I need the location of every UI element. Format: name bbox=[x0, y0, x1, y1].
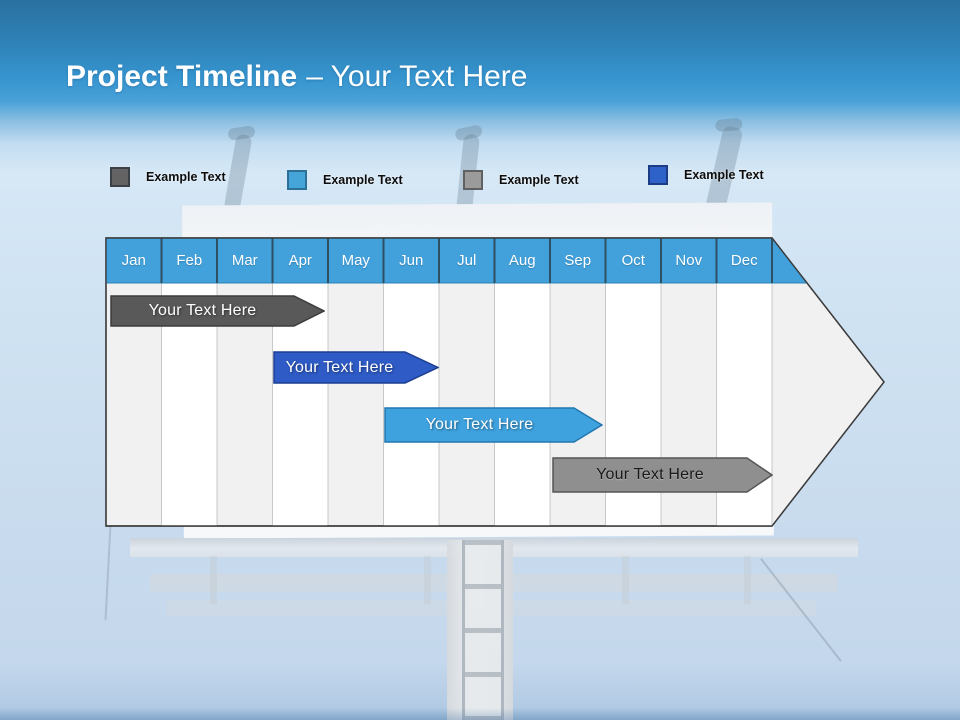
timeline-bar-2[interactable]: Your Text Here bbox=[273, 351, 439, 384]
month-cell-jun: Jun bbox=[399, 251, 424, 269]
month-cell-jan: Jan bbox=[121, 251, 146, 269]
billboard-post bbox=[744, 556, 751, 604]
bottom-shade bbox=[0, 708, 960, 720]
month-cell-oct: Oct bbox=[621, 251, 645, 269]
panel-edge-reflection bbox=[104, 525, 112, 620]
month-cell-nov: Nov bbox=[675, 251, 703, 269]
legend-swatch bbox=[110, 167, 130, 187]
month-cell-apr: Apr bbox=[288, 251, 312, 269]
timeline-bar-1[interactable]: Your Text Here bbox=[110, 295, 325, 327]
legend-swatch bbox=[463, 170, 483, 190]
timeline-bar-3[interactable]: Your Text Here bbox=[384, 407, 603, 443]
month-cell-aug: Aug bbox=[508, 251, 536, 269]
legend-item-4[interactable]: Example Text bbox=[648, 165, 764, 185]
month-cell-feb: Feb bbox=[176, 251, 203, 269]
legend-item-3[interactable]: Example Text bbox=[463, 170, 579, 190]
bar-label: Your Text Here bbox=[148, 302, 257, 319]
timeline-chart: Jan Feb Mar Apr May Jun Jul Aug Sep Oct Nov Dec You… bbox=[105, 237, 887, 527]
legend-label: Example Text bbox=[323, 173, 403, 187]
month-header-row: Jan Feb Mar Apr May Jun Jul Aug Sep Oct Nov Dec bbox=[106, 238, 772, 282]
billboard-post bbox=[210, 556, 217, 604]
lamp-arm-icon bbox=[223, 133, 253, 213]
legend-label: Example Text bbox=[684, 168, 764, 182]
month-cell-may: May bbox=[341, 251, 370, 269]
bar-arrow-shape bbox=[273, 351, 439, 384]
legend-label: Example Text bbox=[146, 170, 226, 184]
legend-swatch bbox=[287, 170, 307, 190]
page-title: Project Timeline– Your Text Here bbox=[66, 60, 527, 94]
bar-arrow-shape bbox=[384, 407, 603, 443]
title-placeholder[interactable]: – Your Text Here bbox=[306, 60, 528, 93]
bar-arrow-shape bbox=[552, 457, 773, 493]
legend-swatch bbox=[648, 165, 668, 185]
bar-label: Your Text Here bbox=[596, 466, 704, 483]
bar-arrow-shape bbox=[110, 295, 325, 327]
legend-item-1[interactable]: Example Text bbox=[110, 167, 226, 187]
month-cell-sep: Sep bbox=[564, 251, 592, 269]
billboard-pole bbox=[447, 540, 513, 720]
legend-label: Example Text bbox=[499, 173, 579, 187]
billboard-post bbox=[622, 556, 629, 604]
timeline-bar-4[interactable]: Your Text Here bbox=[552, 457, 773, 493]
title-main: Project Timeline bbox=[66, 60, 298, 93]
legend-item-2[interactable]: Example Text bbox=[287, 170, 403, 190]
month-cell-dec: Dec bbox=[730, 251, 758, 269]
month-cell-mar: Mar bbox=[231, 251, 258, 269]
pole-ladder bbox=[462, 540, 504, 720]
bar-label: Your Text Here bbox=[285, 358, 394, 376]
billboard-post bbox=[424, 556, 431, 604]
bar-label: Your Text Here bbox=[425, 416, 534, 433]
month-cell-jul: Jul bbox=[457, 251, 477, 269]
